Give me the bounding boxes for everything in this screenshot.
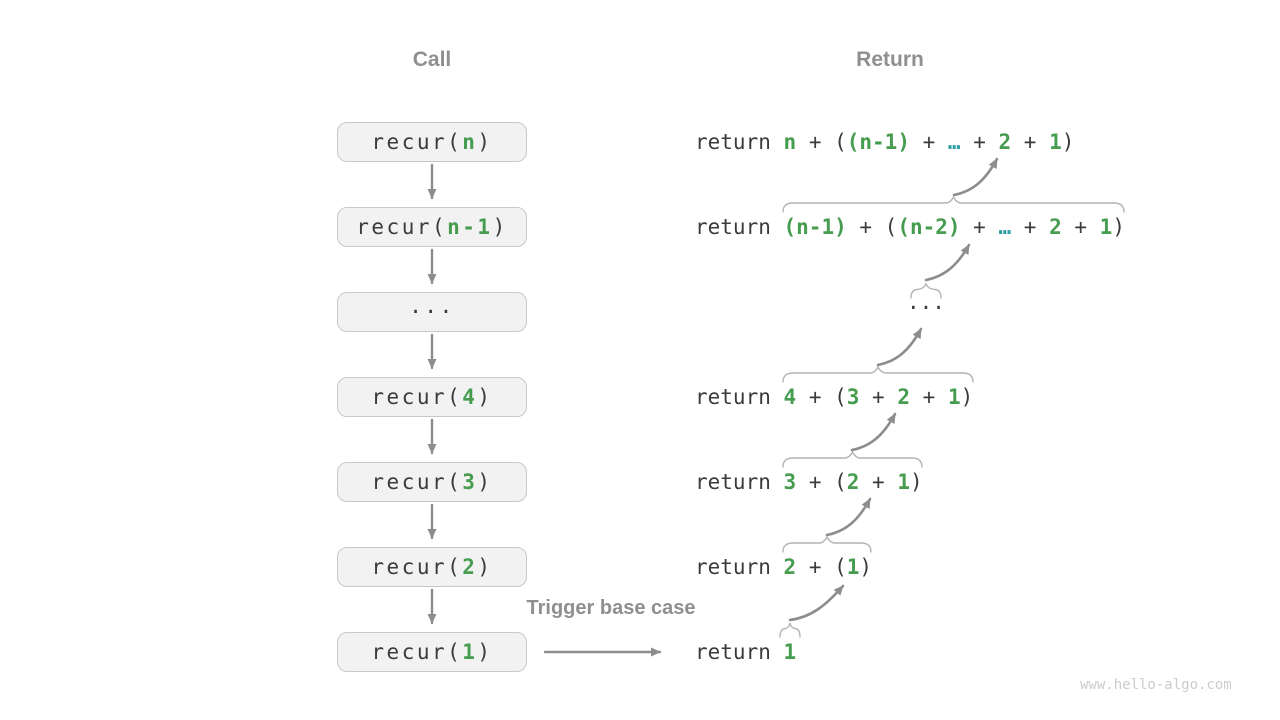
brace-line-3 [782, 450, 923, 468]
return-line-3: return 3 + (2 + 1) [695, 467, 923, 497]
code-text: + ( [796, 130, 847, 154]
return-arrow-to-4 [850, 412, 897, 452]
call-box-arg: 2 [462, 555, 478, 579]
code-text: 2 [846, 470, 860, 494]
code-text: + [910, 385, 948, 409]
call-box-label: recur( [371, 470, 463, 494]
code-text: + [1011, 215, 1050, 239]
return-arrow-to-2 [788, 584, 845, 622]
code-text: return [695, 640, 784, 664]
code-text: 1 [947, 385, 961, 409]
brace-line-4 [782, 365, 974, 383]
call-box-label: ) [477, 130, 493, 154]
call-box-label: recur( [371, 555, 463, 579]
ellipsis-label: ··· [409, 300, 455, 324]
ellipsis-text: ··· [907, 296, 945, 320]
code-text: + [859, 470, 898, 494]
code-text: 1 [1049, 130, 1062, 154]
code-text: 1 [1099, 215, 1113, 239]
return-line-n-1: return (n-1) + ((n-2) + … + 2 + 1) [695, 212, 1125, 242]
call-box-arg: n-1 [447, 215, 493, 239]
code-text: + [1011, 130, 1050, 154]
call-box-arg: 1 [462, 640, 478, 664]
code-text: 2 [998, 130, 1012, 154]
return-line-4: return 4 + (3 + 2 + 1) [695, 382, 973, 412]
ellipsis-text: … [998, 215, 1012, 239]
code-text: + [859, 385, 898, 409]
call-box-recur-n: recur(n) [337, 122, 527, 162]
call-box-label: ) [477, 385, 493, 409]
code-text: + [960, 215, 999, 239]
code-text: 1 [897, 470, 910, 494]
code-text: (n-1) [846, 130, 910, 154]
code-text: 3 [783, 470, 797, 494]
code-text: ) [910, 470, 923, 494]
code-text: ) [1061, 130, 1075, 154]
code-text: 1 [783, 640, 797, 664]
call-box-label: recur( [356, 215, 448, 239]
code-text: 2 [897, 385, 910, 409]
code-text: + ( [846, 215, 898, 239]
brace-line-2 [782, 535, 872, 553]
return-line-2: return 2 + (1) [695, 552, 872, 582]
code-text: + ( [796, 385, 847, 409]
code-text: (n-2) [897, 215, 961, 239]
code-text: (n-1) [783, 215, 847, 239]
brace-line-1 [779, 622, 801, 638]
call-box-label: ) [492, 215, 508, 239]
call-box-label: ) [477, 555, 493, 579]
code-text: return [695, 555, 784, 579]
code-text: return [695, 130, 784, 154]
return-line-n: return n + ((n-1) + … + 2 + 1) [695, 127, 1074, 157]
code-text: 3 [846, 385, 860, 409]
return-column-header: Return [856, 48, 924, 71]
return-line-1: return 1 [695, 637, 796, 667]
call-box-label: recur( [371, 640, 463, 664]
call-box-ellipsis: ··· [337, 292, 527, 332]
code-text: n [783, 130, 797, 154]
call-box-recur-n-1: recur(n-1) [337, 207, 527, 247]
call-box-arg: n [462, 130, 478, 154]
code-text: return [695, 470, 784, 494]
return-arrow-to-n [952, 157, 999, 197]
watermark: www.hello-algo.com [1080, 677, 1232, 693]
call-box-label: recur( [371, 385, 463, 409]
trigger-base-case-label: Trigger base case [526, 597, 696, 619]
return-arrow-to-3 [825, 497, 872, 537]
code-text: + ( [796, 470, 847, 494]
code-text: 1 [846, 555, 860, 579]
code-text: ) [859, 555, 873, 579]
code-text: 2 [783, 555, 797, 579]
call-box-recur-4: recur(4) [337, 377, 527, 417]
code-text: + [909, 130, 948, 154]
ellipsis-text: … [947, 130, 961, 154]
code-text: ) [960, 385, 974, 409]
brace-line-n-1 [782, 195, 1125, 213]
code-text: 2 [1049, 215, 1062, 239]
code-text: return [695, 385, 784, 409]
code-text: ) [1112, 215, 1125, 239]
code-text: + ( [796, 555, 847, 579]
call-box-recur-1: recur(1) [337, 632, 527, 672]
call-box-label: ) [477, 470, 493, 494]
call-box-recur-2: recur(2) [337, 547, 527, 587]
return-arrow-to-n-1 [924, 243, 971, 282]
code-text: + [1061, 215, 1100, 239]
code-text: return [695, 215, 784, 239]
return-ellipsis: ··· [907, 293, 945, 323]
call-box-label: recur( [371, 130, 463, 154]
call-box-arg: 4 [462, 385, 478, 409]
return-arrow-to-ellipsis [876, 327, 923, 367]
call-column-header: Call [412, 48, 452, 71]
code-text: + [960, 130, 999, 154]
call-box-arg: 3 [462, 470, 478, 494]
call-box-recur-3: recur(3) [337, 462, 527, 502]
code-text: 4 [783, 385, 797, 409]
call-box-label: ) [477, 640, 493, 664]
